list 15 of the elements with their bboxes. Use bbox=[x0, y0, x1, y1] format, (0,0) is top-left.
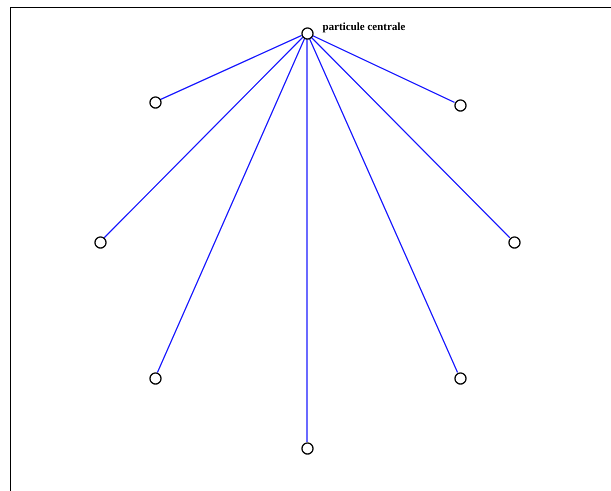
particle-circle bbox=[148, 372, 162, 384]
particle-circle bbox=[148, 96, 162, 108]
particle-label: particule centrale bbox=[322, 20, 406, 32]
connector-line bbox=[312, 34, 455, 104]
particle-circle bbox=[300, 442, 314, 454]
connector-line bbox=[160, 34, 302, 100]
particle-circle bbox=[454, 98, 466, 112]
connector-line bbox=[104, 36, 304, 238]
connector-line bbox=[156, 38, 306, 373]
connector-line bbox=[308, 38, 458, 373]
particle-circle bbox=[94, 236, 106, 248]
connector-line bbox=[310, 36, 510, 238]
connector-line bbox=[306, 39, 308, 442]
particle-circle bbox=[454, 372, 466, 384]
particle-circle bbox=[508, 236, 520, 248]
